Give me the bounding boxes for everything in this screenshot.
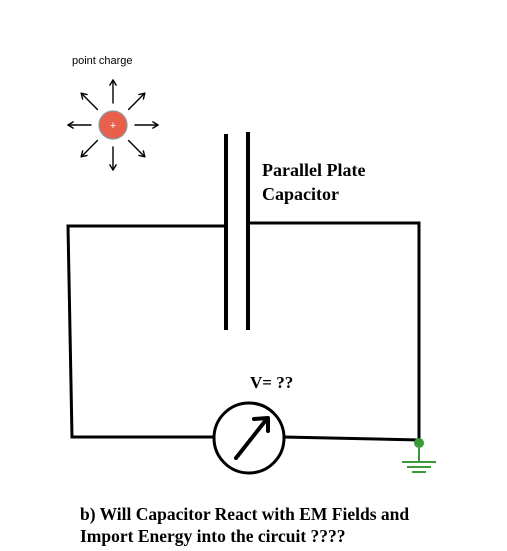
capacitor-plates — [224, 132, 250, 330]
wire-left — [66, 224, 74, 439]
voltage-label: V= ?? — [250, 373, 293, 392]
field-arrow-down-right — [127, 139, 146, 158]
point-charge-sign: + — [110, 120, 116, 132]
field-arrow-down — [109, 146, 117, 171]
wire-bottom-right — [282, 435, 421, 442]
ground-icon — [402, 438, 436, 473]
field-arrow-up-left — [80, 92, 99, 111]
question-line2: Import Energy into the circuit ???? — [80, 526, 346, 546]
field-arrow-up — [109, 79, 117, 104]
question-line1: b) Will Capacitor React with EM Fields a… — [80, 504, 409, 524]
point-charge-label: point charge — [72, 55, 133, 67]
capacitor-label-line1: Parallel Plate — [262, 160, 365, 180]
field-arrow-left — [67, 121, 92, 129]
field-arrow-right — [134, 121, 159, 129]
circuit-wires — [66, 221, 421, 442]
field-arrow-down-left — [80, 139, 99, 158]
field-arrows — [67, 79, 159, 171]
field-arrow-up-right — [127, 92, 146, 111]
capacitor-label-line2: Capacitor — [262, 184, 339, 204]
point-charge-icon — [98, 110, 128, 140]
voltmeter-icon — [212, 401, 286, 475]
